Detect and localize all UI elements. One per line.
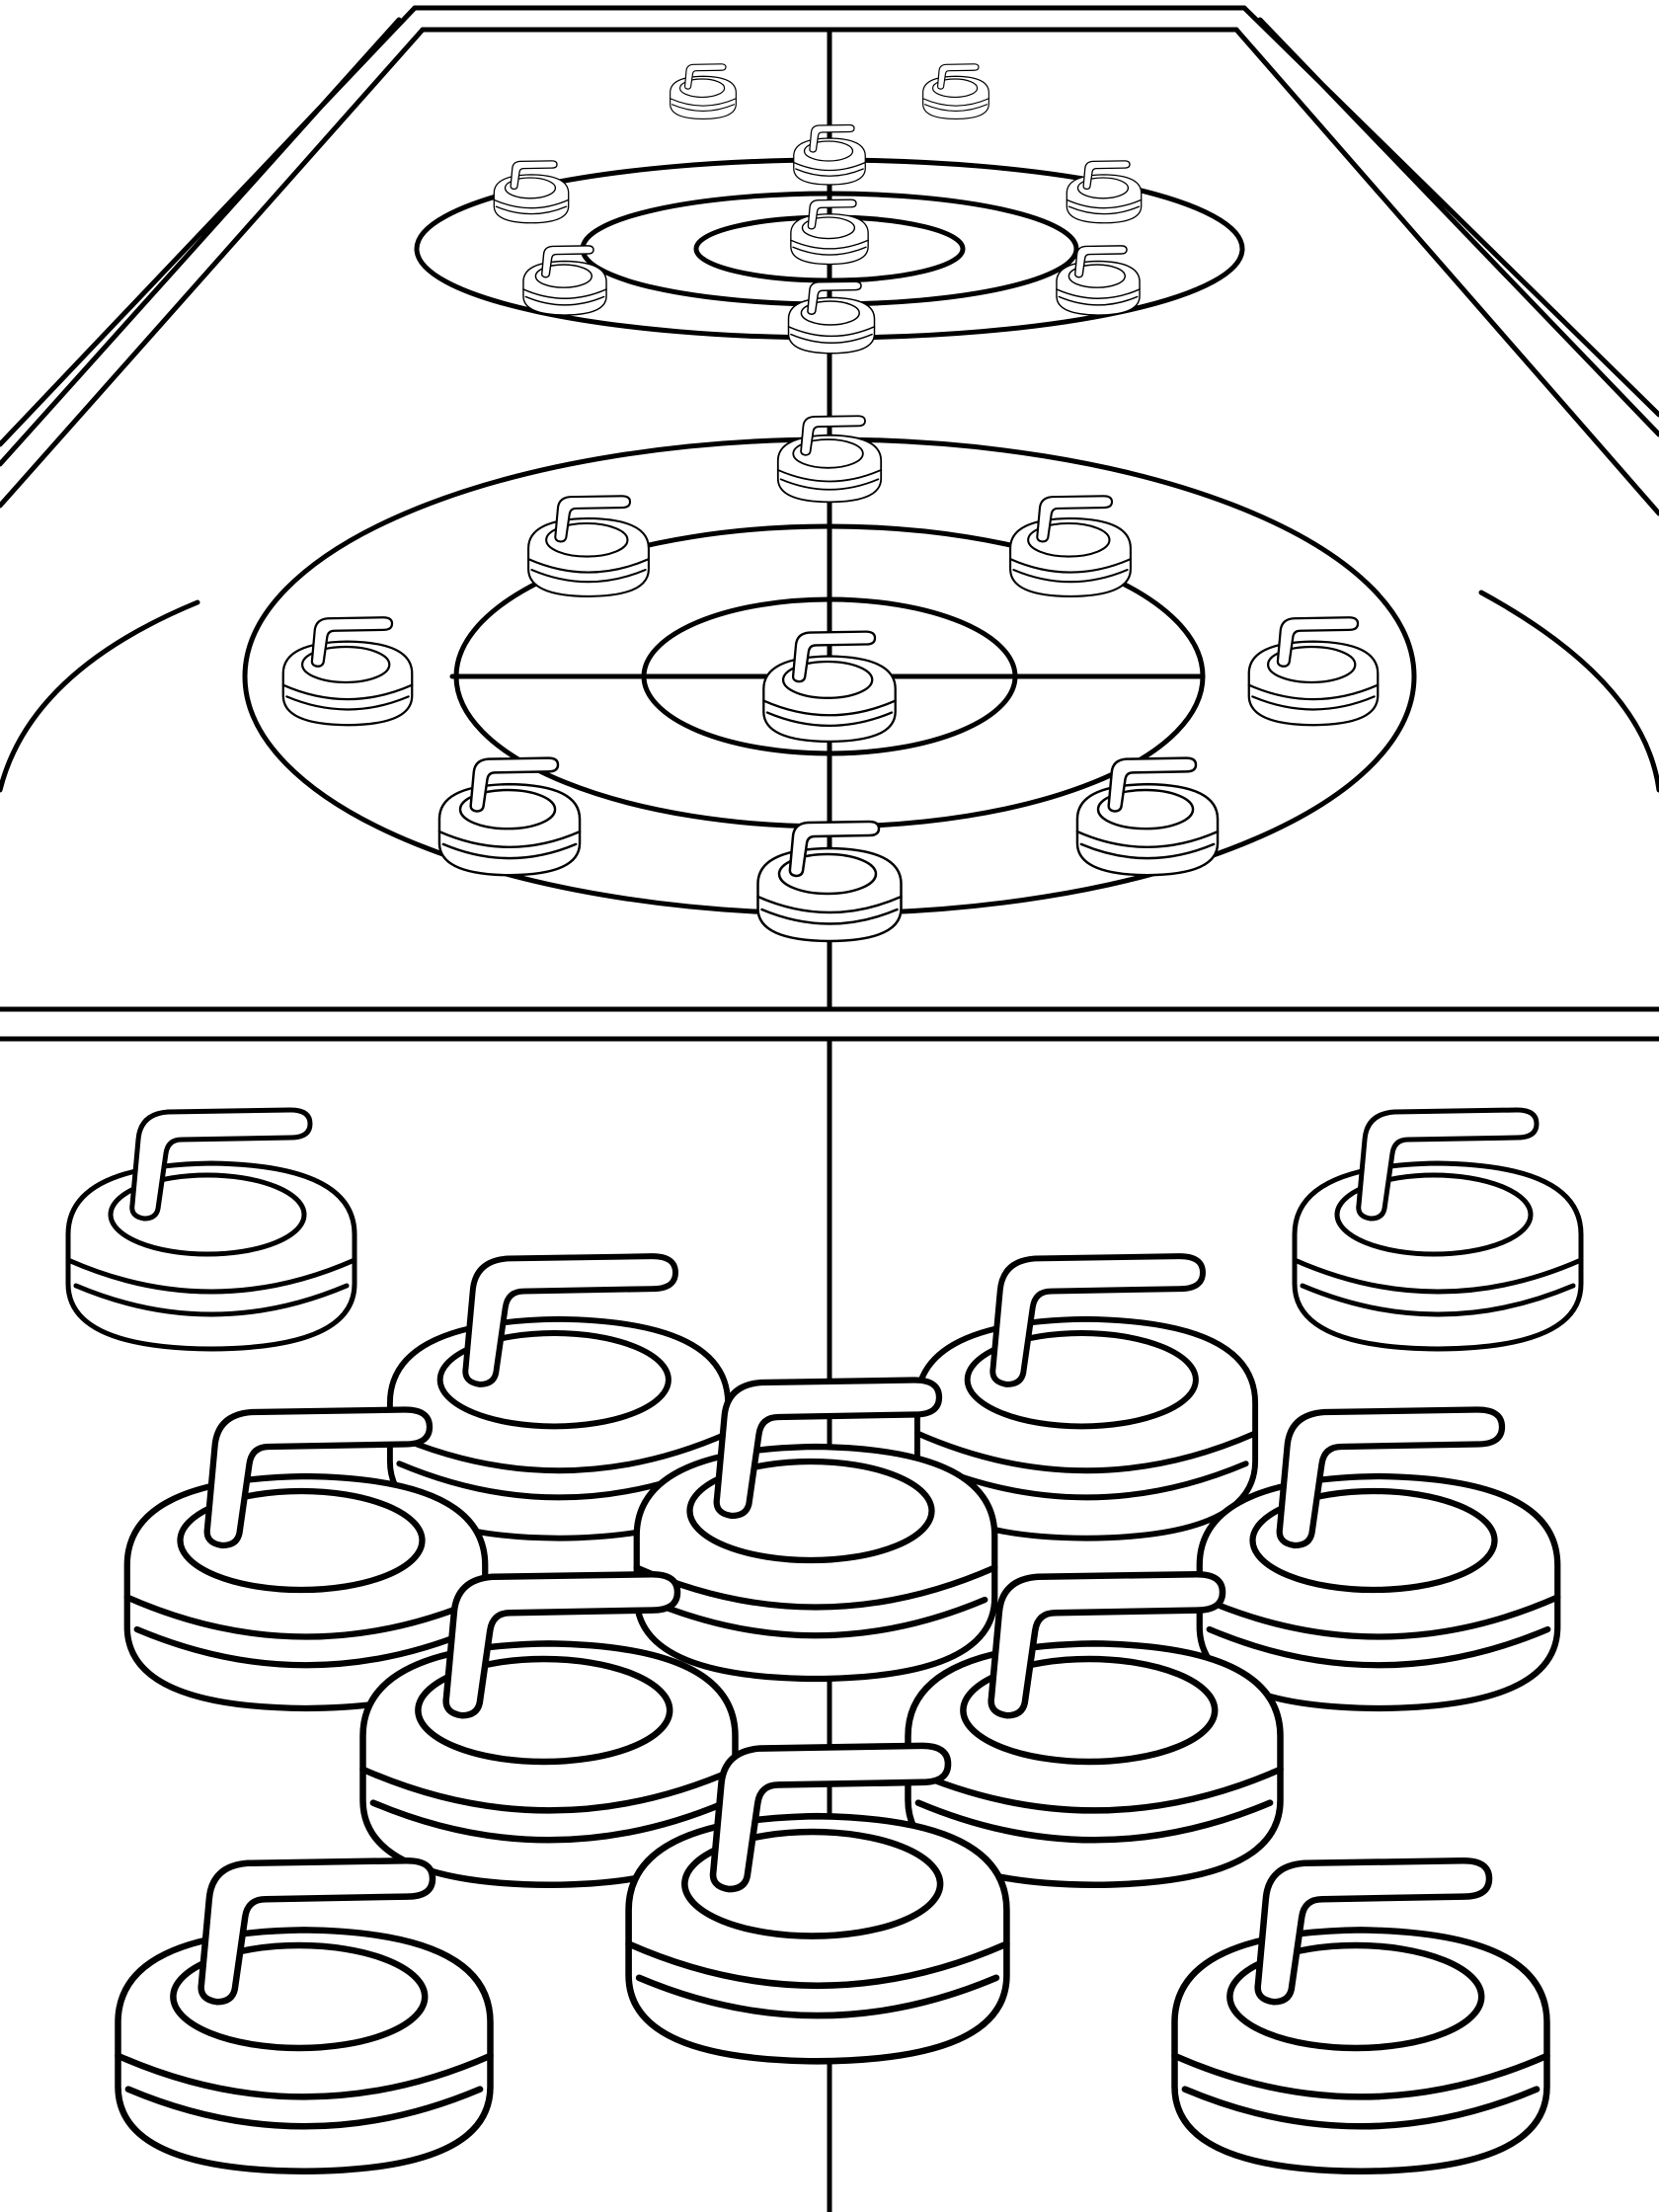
curling-stone-icon bbox=[922, 63, 989, 120]
left-board bbox=[0, 5, 426, 509]
right-board bbox=[1233, 5, 1659, 516]
curling-stone-icon bbox=[527, 495, 650, 597]
curling-stone-icon bbox=[522, 245, 607, 316]
curling-stone-icon bbox=[776, 415, 883, 504]
curling-stone-icon bbox=[625, 1742, 1010, 2065]
curling-stone-icon bbox=[793, 123, 866, 186]
curling-stone-icon bbox=[670, 63, 737, 120]
hog-line bbox=[0, 1006, 1659, 1042]
curling-stone-icon bbox=[115, 1856, 494, 2175]
curling-stone-icon bbox=[762, 630, 897, 744]
curling-stone-icon bbox=[493, 160, 570, 224]
sheet-curve-right bbox=[1478, 590, 1659, 793]
curling-stone-icon bbox=[1066, 160, 1143, 224]
curling-stone-icon bbox=[437, 756, 582, 877]
sheet-curve-left bbox=[0, 599, 200, 793]
curling-stone-icon bbox=[359, 1570, 739, 1889]
curling-stone-icon bbox=[1009, 495, 1132, 597]
curling-stone-icon bbox=[1292, 1107, 1584, 1352]
curling-stone-icon bbox=[1171, 1856, 1550, 2175]
curling-stone-icon bbox=[1075, 756, 1220, 877]
curling-stone-icon bbox=[1056, 245, 1141, 316]
curling-stone-icon bbox=[787, 280, 876, 355]
curling-stone-icon bbox=[633, 1377, 998, 1683]
curling-stones bbox=[65, 63, 1584, 2175]
curling-stone-icon bbox=[1247, 616, 1380, 727]
curling-stone-icon bbox=[281, 616, 414, 727]
curling-stone-icon bbox=[790, 198, 869, 266]
curling-stone-icon bbox=[756, 820, 903, 943]
back-board bbox=[412, 5, 1247, 33]
curling-stone-icon bbox=[1196, 1406, 1561, 1712]
curling-stone-icon bbox=[65, 1107, 357, 1352]
curling-stone-icon bbox=[905, 1570, 1284, 1889]
curling-stone-icon bbox=[123, 1406, 489, 1712]
